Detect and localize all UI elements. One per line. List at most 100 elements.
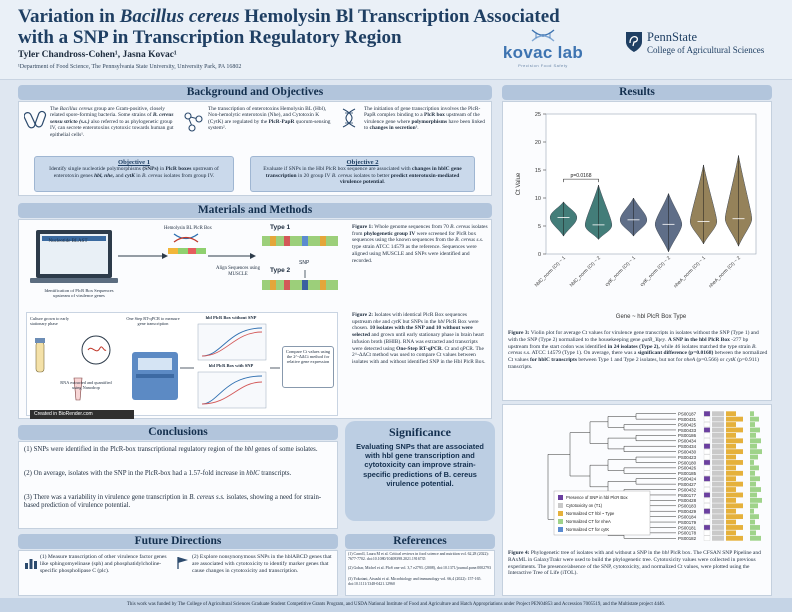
- reference-3: (3) Yokotani, Atsushi et al. Microbiolog…: [348, 577, 482, 586]
- tree-leaf-label: PS00177: [678, 493, 697, 498]
- x-axis-label: Gene ~ hbl PlcR Box Type: [616, 314, 687, 320]
- hbl-ct-bar: [726, 487, 736, 492]
- nhea-ct-bar: [750, 514, 759, 520]
- hbl-ct-bar: [726, 525, 743, 530]
- snp-presence-cell: [703, 497, 711, 503]
- significance-bracket: [563, 178, 599, 183]
- y-axis-label: Ct Value: [516, 172, 522, 195]
- results-heading: Results: [502, 85, 772, 100]
- snp-presence-cell: [703, 443, 711, 449]
- dna-helix-icon: [531, 29, 555, 42]
- snp-presence-cell: [703, 438, 711, 444]
- reference-plcr-label: Hemolysin BL PlcR Box: [164, 226, 212, 231]
- type-2-label: Type 2: [270, 267, 291, 274]
- snp-presence-cell: [703, 476, 711, 482]
- cytotoxicity-cell: [712, 514, 724, 520]
- tree-leaf-label: PS00185: [678, 471, 697, 476]
- snp-presence-cell: [703, 427, 711, 433]
- tree-leaf-label: PS00180: [678, 460, 697, 465]
- cytotoxicity-cell: [712, 465, 724, 471]
- nhea-ct-bar: [750, 508, 754, 514]
- cytotoxicity-cell: [712, 422, 724, 427]
- snp-presence-cell: [703, 411, 711, 417]
- poster-header: Variation in Bacillus cereus Hemolysin B…: [0, 0, 792, 80]
- hbl-ct-bar: [726, 497, 736, 503]
- snp-presence-cell: [703, 508, 711, 514]
- nhea-ct-bar: [750, 432, 756, 438]
- tree-leaf-label: PS00428: [678, 498, 697, 503]
- type-1-sequence: [262, 236, 338, 246]
- tree-leaf-label: PS00434: [678, 444, 697, 449]
- pennstate-logo: PennState College of Agricultural Scienc…: [625, 30, 785, 74]
- significance-box: Significance Evaluating SNPs that are as…: [345, 421, 495, 521]
- cytotoxicity-cell: [712, 416, 724, 422]
- nhea-ct-bar: [750, 411, 754, 417]
- conclusion-3: (3) There was a variability in virulence…: [24, 494, 322, 510]
- nhea-ct-bar: [750, 470, 755, 476]
- cytotoxicity-cell: [712, 519, 724, 525]
- snp-presence-cell: [703, 524, 711, 530]
- biorender-credit: Created in BioRender.com: [30, 410, 134, 419]
- objective-1-text: Identify single nucleotide polymorphisms…: [49, 166, 219, 179]
- figure-1-diagram: [30, 230, 338, 290]
- nhea-ct-bar: [750, 416, 759, 422]
- cytotoxicity-cell: [712, 411, 724, 417]
- hbl-ct-bar: [726, 460, 743, 465]
- plot-area: [545, 113, 757, 255]
- tree-leaf-label: PS00187: [678, 412, 697, 417]
- hbl-ct-bar: [726, 503, 743, 509]
- compare-label: Compare Ct values using the 2^-ΔΔCt meth…: [285, 349, 331, 365]
- nhea-ct-bar: [750, 422, 755, 427]
- tree-leaf-label: PS00179: [678, 520, 697, 525]
- tree-leaf-label: PS00432: [678, 487, 697, 492]
- tree-leaf-label: PS00178: [678, 531, 697, 536]
- figure-4-caption: Figure 4: Phylogenetic tree of isolates …: [508, 550, 761, 577]
- hbl-ct-bar: [726, 443, 736, 449]
- x-tick-label: nheA_norm (Ct) ~ 1: [673, 255, 707, 289]
- bar-chart-icon: [25, 559, 37, 569]
- hbl-ct-bar: [726, 476, 736, 482]
- conclusions-panel: [18, 441, 338, 529]
- hbl-ct-bar: [726, 492, 743, 498]
- snp-presence-cell: [703, 514, 711, 520]
- nhea-ct-bar: [750, 487, 761, 492]
- p-value-label: p=0.0168: [571, 173, 592, 179]
- legend-swatch: [558, 511, 563, 516]
- tree-leaf-label: PS00429: [678, 509, 697, 514]
- background-text-2: The transcription of enterotoxins Hemoly…: [208, 106, 331, 132]
- hbl-ct-bar: [726, 535, 743, 541]
- nhea-ct-bar: [750, 438, 761, 444]
- cytotoxicity-cell: [712, 530, 724, 536]
- significance-heading: Significance: [389, 425, 451, 439]
- dna-strand-icon: [342, 108, 356, 128]
- cytotoxicity-cell: [712, 443, 724, 449]
- poster-title: Variation in Bacillus cereus Hemolysin B…: [18, 6, 560, 48]
- background-text-3: The initiation of gene transcription inv…: [364, 106, 485, 132]
- nhea-ct-bar: [750, 449, 762, 455]
- cytotoxicity-cell: [712, 449, 724, 455]
- laptop-icon: [30, 230, 118, 283]
- objective-1-box: Objective 1 Identify single nucleotide p…: [34, 156, 234, 192]
- tree-legend: [553, 490, 651, 536]
- future-item-2: (2) Explore nonsynonymous SNPs in the hb…: [192, 554, 332, 574]
- culture-tube-icon: [35, 338, 45, 373]
- legend-swatch: [558, 495, 563, 500]
- snp-presence-cell: [703, 449, 711, 455]
- tree-leaf-label: PS00183: [678, 504, 697, 509]
- cytotoxicity-cell: [712, 508, 724, 514]
- significance-text: Evaluating SNPs that are associated with…: [356, 442, 484, 488]
- tree-leaf-label: PS00184: [678, 514, 697, 519]
- phylogenetic-tree: PS00187PS00431PS00425PS00433PS00186PS004…: [547, 411, 762, 541]
- kovac-lab-tagline: Precision Food Safety: [518, 63, 568, 68]
- kovac-lab-logo: kovac lab Precision Food Safety: [502, 27, 584, 71]
- x-tick-label: cytK_norm (Ct) ~ 1: [604, 255, 637, 288]
- nhea-ct-bar: [750, 525, 760, 530]
- cytotoxicity-cell: [712, 492, 724, 498]
- college-name: College of Agricultural Sciences: [647, 45, 765, 55]
- reference-2: (2) Gohar, Michel et al. PloS one vol. 3…: [348, 566, 491, 570]
- pennstate-name: PennState: [647, 30, 697, 44]
- conclusions-heading: Conclusions: [18, 425, 338, 440]
- cytotoxicity-cell: [712, 460, 724, 465]
- nhea-ct-bar: [750, 530, 756, 536]
